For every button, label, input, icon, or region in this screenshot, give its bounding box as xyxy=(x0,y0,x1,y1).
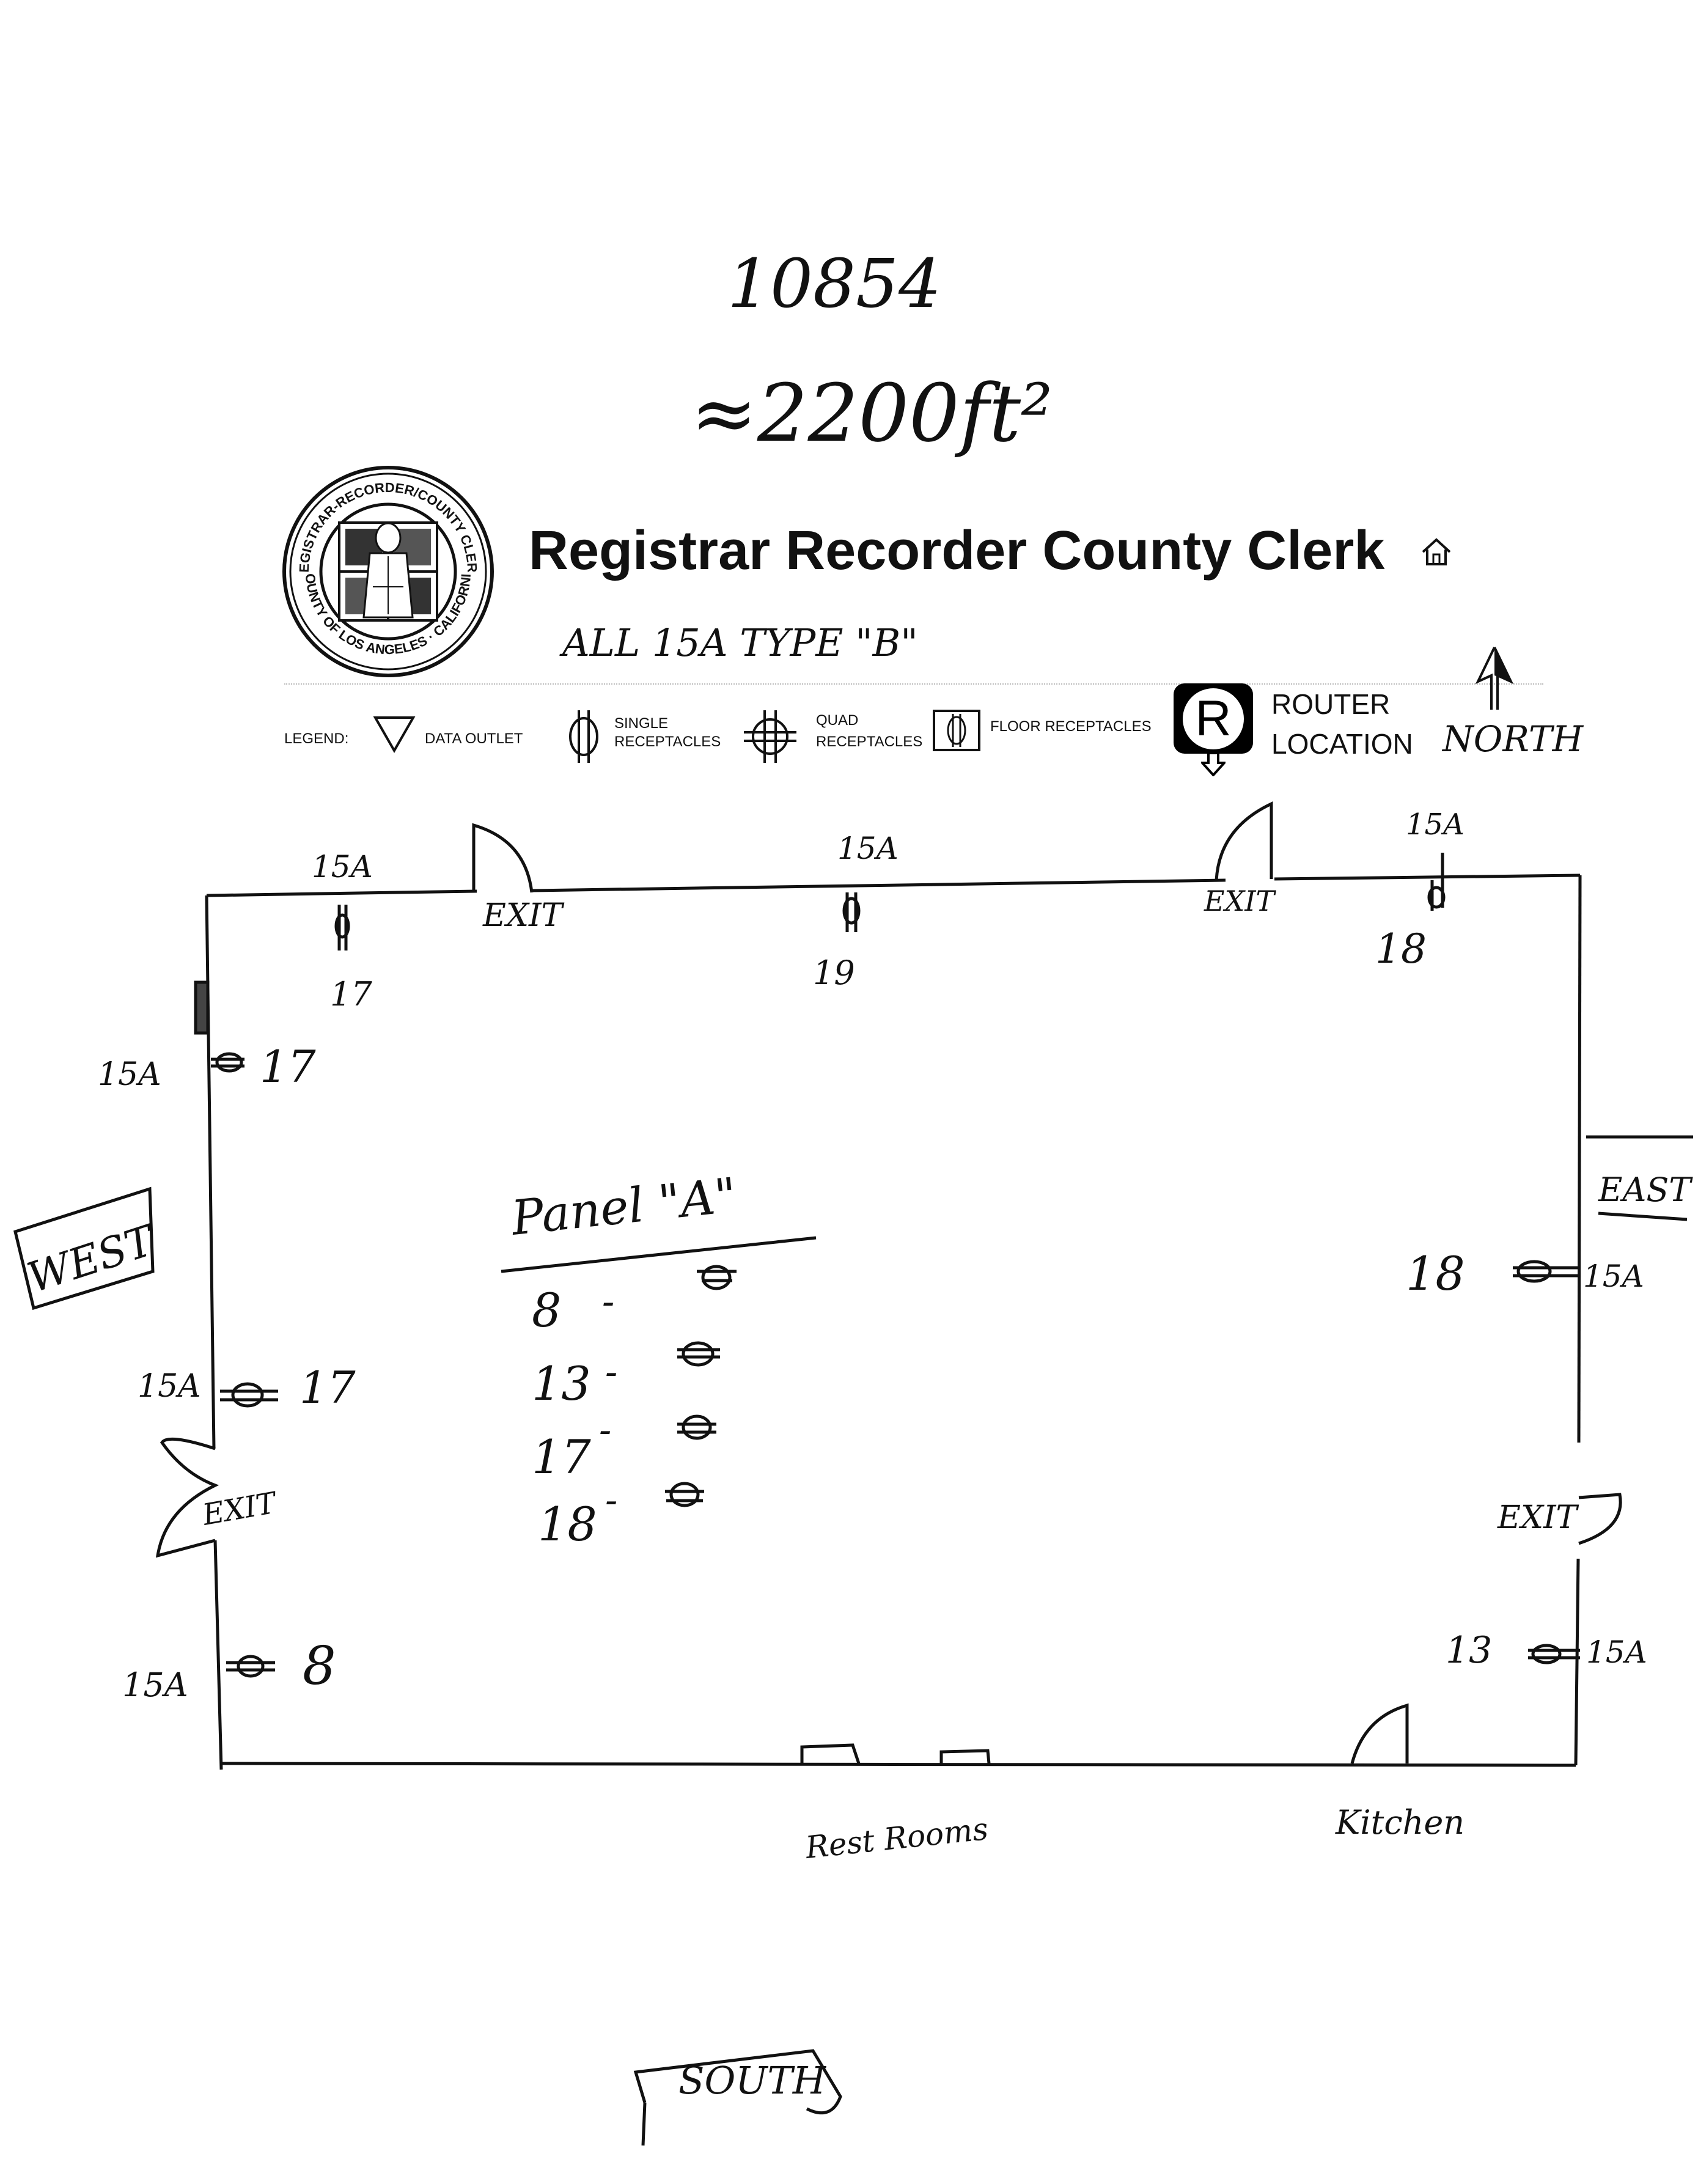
quad-receptacle-icon xyxy=(744,710,796,763)
panel-symbol-2 xyxy=(677,1341,720,1367)
receptacle-e2 xyxy=(1528,1644,1580,1664)
legend-single-1: SINGLE xyxy=(614,715,669,732)
wall-data-outlet xyxy=(194,980,210,1035)
outlet-w3-circuit: 8 xyxy=(303,1636,336,1697)
receptacle-w2 xyxy=(220,1382,278,1408)
compass-east: EAST xyxy=(1598,1171,1693,1209)
panel-underline xyxy=(501,1236,817,1273)
south-wall xyxy=(221,1762,1576,1767)
panel-row-3-circuit: 17 xyxy=(532,1430,591,1484)
outlet-w1-circuit: 17 xyxy=(260,1041,316,1092)
receptacle-n2 xyxy=(842,892,861,932)
legend-north: NORTH xyxy=(1443,718,1584,760)
north-wall-right xyxy=(1274,873,1581,881)
outlet-e2-amp: 15A xyxy=(1586,1634,1647,1670)
legend-quad-2: RECEPTACLES xyxy=(816,734,923,750)
outlet-n2-amp: 15A xyxy=(837,831,899,866)
panel-row-4-dash: - xyxy=(605,1479,617,1522)
outlet-n2-circuit: 19 xyxy=(813,954,855,992)
north-wall-center xyxy=(531,878,1226,892)
panel-symbol-3 xyxy=(677,1414,716,1440)
receptacle-e1 xyxy=(1513,1260,1580,1283)
panel-row-4-circuit: 18 xyxy=(538,1497,597,1551)
data-outlet-icon xyxy=(373,716,416,753)
exit-label-north-left: EXIT xyxy=(482,897,565,934)
west-box xyxy=(13,1186,155,1311)
panel-symbol-1 xyxy=(697,1265,737,1290)
outlet-e1-circuit: 18 xyxy=(1406,1246,1465,1301)
restroom-door-1 xyxy=(800,1743,861,1764)
organization-title: Registrar Recorder County Clerk xyxy=(529,520,1385,581)
receptacle-w1 xyxy=(211,1052,244,1073)
west-wall-lower xyxy=(213,1540,223,1770)
exit-label-north-right: EXIT xyxy=(1204,884,1276,917)
outlet-w2-amp: 15A xyxy=(138,1368,201,1405)
outlet-n3-amp: 15A xyxy=(1406,807,1465,842)
restrooms-label: Rest Rooms xyxy=(803,1811,990,1866)
panel-row-3-dash: - xyxy=(599,1409,611,1452)
outlet-n1-circuit: 17 xyxy=(330,975,372,1013)
west-door xyxy=(155,1437,219,1558)
receptacle-w3 xyxy=(226,1655,275,1678)
panel-title: Panel "A" xyxy=(508,1168,740,1246)
north-door-left xyxy=(472,823,534,893)
legend-single-2: RECEPTACLES xyxy=(614,734,721,750)
kitchen-label: Kitchen xyxy=(1335,1803,1465,1842)
north-arrow-icon xyxy=(1475,647,1514,710)
county-seal-icon: REGISTRAR-RECORDER/COUNTY CLERK COUNTY O… xyxy=(281,465,494,677)
router-location-icon: R xyxy=(1174,683,1253,776)
receptacle-n1 xyxy=(334,905,350,950)
home-icon xyxy=(1422,538,1451,565)
outlet-e1-amp: 15A xyxy=(1583,1259,1644,1294)
outlet-w2-circuit: 17 xyxy=(300,1362,356,1413)
area-note: ≈2200ft² xyxy=(691,367,1053,460)
legend-router-1: ROUTER xyxy=(1271,688,1391,720)
compass-south: SOUTH xyxy=(678,2058,827,2103)
exit-label-west: EXIT xyxy=(199,1485,280,1532)
north-wall-left xyxy=(206,889,477,897)
kitchen-door xyxy=(1350,1703,1409,1764)
outlet-w1-amp: 15A xyxy=(98,1056,161,1093)
single-receptacle-icon xyxy=(569,710,598,763)
legend-quad-1: QUAD xyxy=(816,712,859,729)
outlet-n3-circuit: 18 xyxy=(1375,925,1427,973)
type-note: ALL 15A TYPE "B" xyxy=(562,620,918,665)
outlet-e2-circuit: 13 xyxy=(1446,1629,1492,1672)
router-letter: R xyxy=(1195,691,1232,746)
restroom-door-2 xyxy=(939,1749,991,1764)
north-door-right xyxy=(1215,801,1273,881)
east-wall-upper xyxy=(1577,875,1582,1443)
panel-row-2-dash: - xyxy=(605,1351,617,1394)
exit-label-east: EXIT xyxy=(1497,1499,1579,1536)
east-box xyxy=(1586,1135,1693,1221)
legend-label: LEGEND: xyxy=(284,730,349,747)
legend-data-outlet: DATA OUTLET xyxy=(425,730,523,747)
south-box xyxy=(633,2049,842,2146)
outlet-n1-amp: 15A xyxy=(312,849,373,884)
outlet-w3-amp: 15A xyxy=(122,1666,188,1704)
legend-floor: FLOOR RECEPTACLES xyxy=(990,718,1152,735)
receptacle-n3 xyxy=(1427,853,1446,911)
floor-receptacle-icon xyxy=(933,710,980,751)
panel-row-2-circuit: 13 xyxy=(532,1356,591,1411)
site-number: 10854 xyxy=(727,245,941,323)
west-wall-upper xyxy=(205,895,216,1449)
east-door xyxy=(1578,1493,1622,1545)
legend-router-2: LOCATION xyxy=(1271,728,1413,760)
panel-row-1-dash: - xyxy=(602,1281,614,1323)
panel-row-1-circuit: 8 xyxy=(532,1283,561,1337)
legend-divider xyxy=(284,683,1543,685)
panel-symbol-4 xyxy=(665,1482,704,1507)
east-wall-lower xyxy=(1574,1558,1580,1766)
